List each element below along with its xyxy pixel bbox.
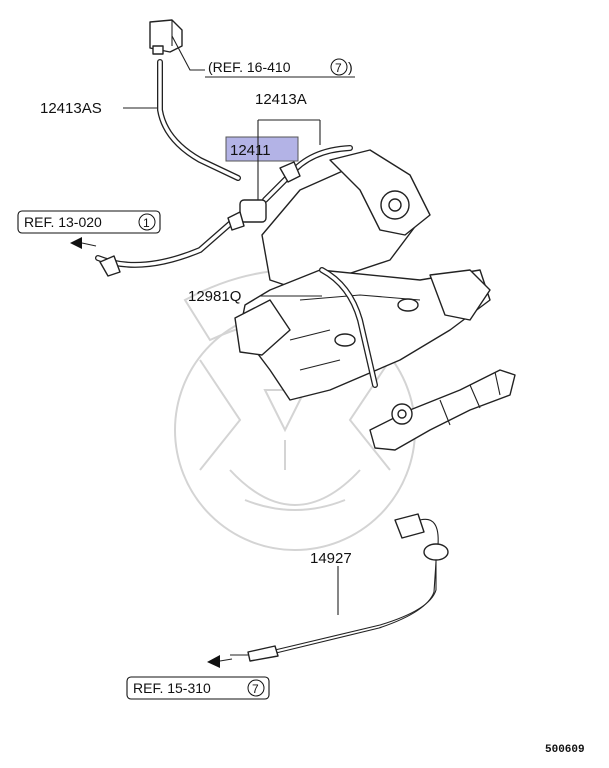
circled-number-icon	[247, 679, 265, 697]
ref-text: REF. 13-020	[24, 214, 102, 230]
ref-circled-number: 7	[335, 61, 342, 75]
sensor-14927	[230, 513, 449, 662]
hose-12981q	[319, 267, 378, 388]
ref-circled-number: 7	[252, 682, 259, 696]
ref-circled-number: 1	[143, 216, 150, 230]
arrow-left-icon	[207, 655, 220, 668]
hose-12413a	[95, 145, 353, 277]
circled-number-icon	[138, 213, 156, 231]
reference-13-020: REF. 13-020 1	[17, 210, 161, 234]
reference-16-410: (REF. 16-410 7 )	[205, 58, 355, 78]
fuel-rail	[369, 369, 516, 451]
arrow-left-icon	[70, 237, 82, 249]
label-12413a: 12413A	[255, 91, 307, 108]
leader-lines	[123, 35, 339, 615]
hose-12413as	[157, 59, 241, 181]
diagram-code: 500609	[545, 744, 585, 756]
ref-text: REF. 15-310	[133, 680, 211, 696]
label-12411: 12411	[230, 142, 271, 159]
hose-joint	[239, 199, 267, 223]
label-12981q: 12981Q	[188, 288, 241, 305]
part-highlight-box	[225, 136, 299, 162]
solenoid-valve	[149, 19, 183, 55]
label-14927: 14927	[310, 550, 352, 567]
reference-15-310: REF. 15-310 7	[126, 676, 270, 700]
ref-close-paren: )	[348, 59, 353, 75]
label-12413as: 12413AS	[40, 100, 102, 117]
circled-number-icon	[330, 58, 348, 76]
intake-manifold	[234, 149, 491, 401]
ref-text: (REF. 16-410	[208, 59, 291, 75]
